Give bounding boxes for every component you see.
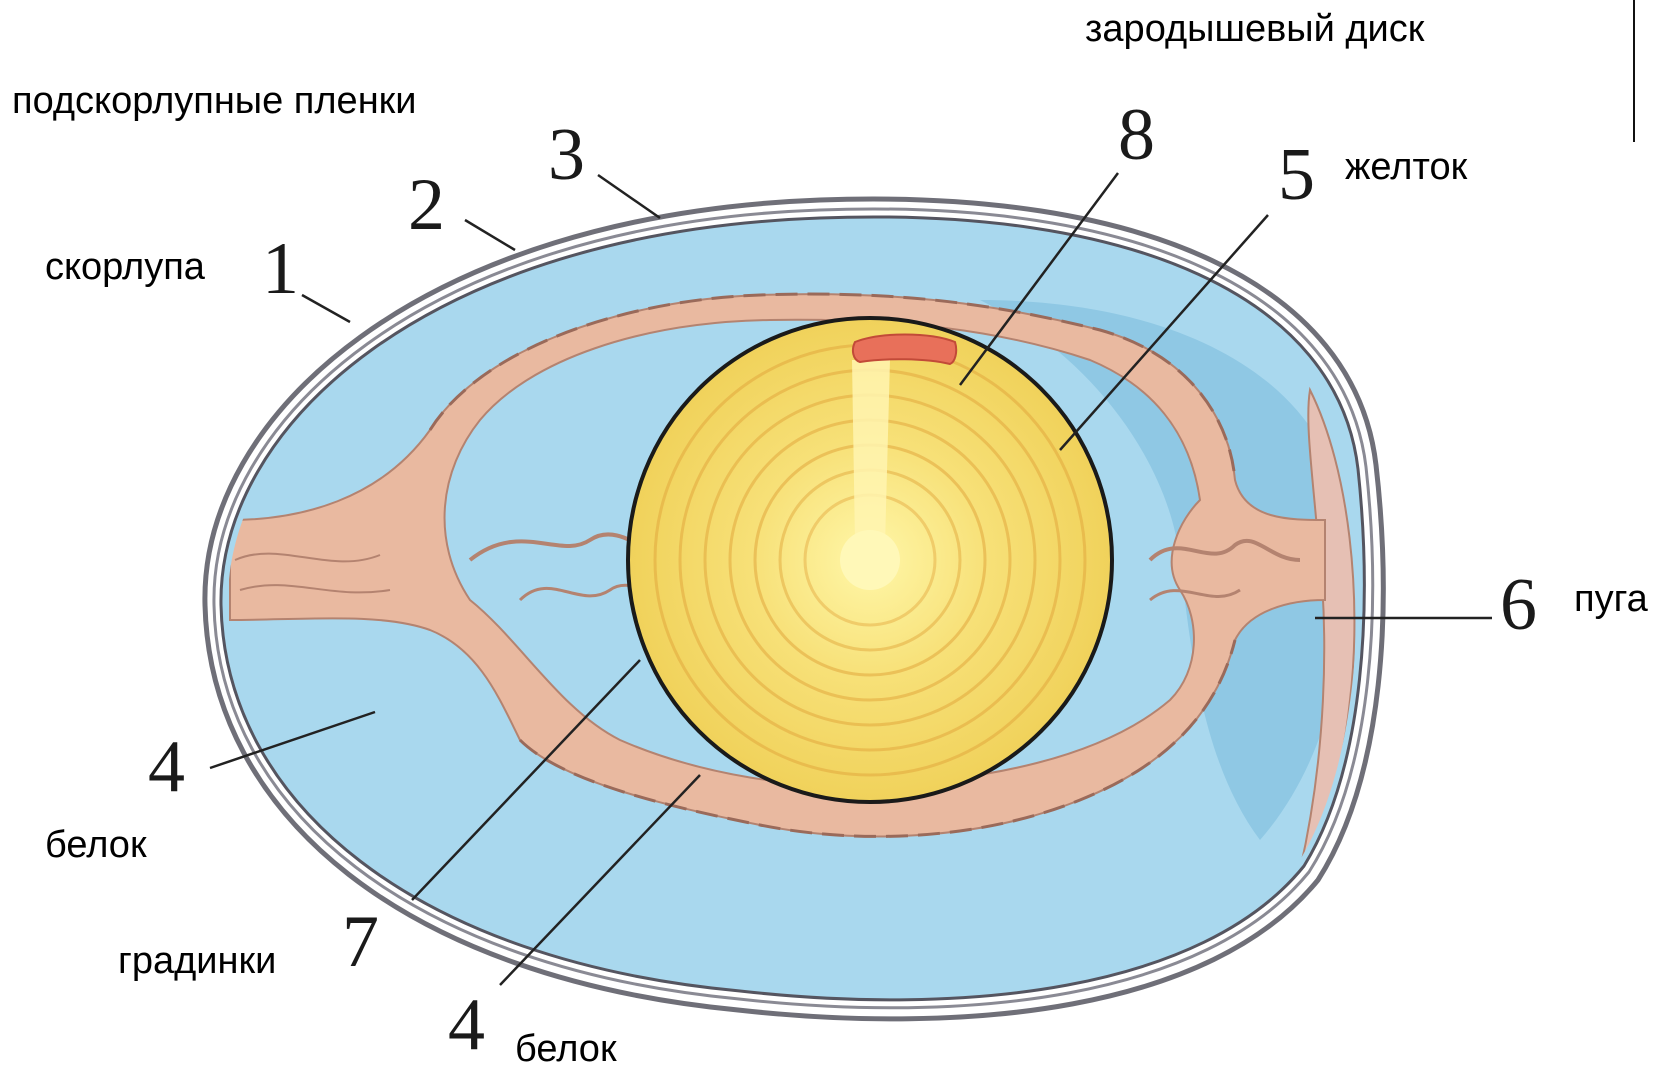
label-chalazae: градинки bbox=[118, 942, 276, 980]
number-1: 1 bbox=[262, 232, 299, 306]
edge-divider-line bbox=[1633, 0, 1635, 142]
number-7: 7 bbox=[342, 905, 379, 979]
number-4-bottom: 4 bbox=[448, 988, 485, 1062]
label-air-cell: пуга bbox=[1574, 580, 1648, 618]
label-shell: скорлупа bbox=[45, 248, 205, 286]
number-4-left: 4 bbox=[148, 730, 185, 804]
number-2: 2 bbox=[408, 168, 445, 242]
label-membranes: подскорлупные пленки bbox=[12, 82, 417, 120]
number-8: 8 bbox=[1118, 98, 1155, 172]
leader-line-1 bbox=[302, 295, 350, 322]
label-albumen-left: белок bbox=[45, 826, 147, 864]
label-albumen-bottom: белок bbox=[515, 1030, 617, 1068]
leader-line-2 bbox=[465, 220, 515, 250]
leader-line-3 bbox=[598, 175, 660, 218]
number-6: 6 bbox=[1500, 568, 1537, 642]
germinal-disc bbox=[853, 335, 956, 365]
number-5: 5 bbox=[1278, 138, 1315, 212]
label-yolk: желток bbox=[1345, 148, 1467, 186]
number-3: 3 bbox=[548, 118, 585, 192]
label-germinal-disc: зародышевый диск bbox=[1085, 10, 1424, 48]
yolk bbox=[628, 318, 1112, 802]
